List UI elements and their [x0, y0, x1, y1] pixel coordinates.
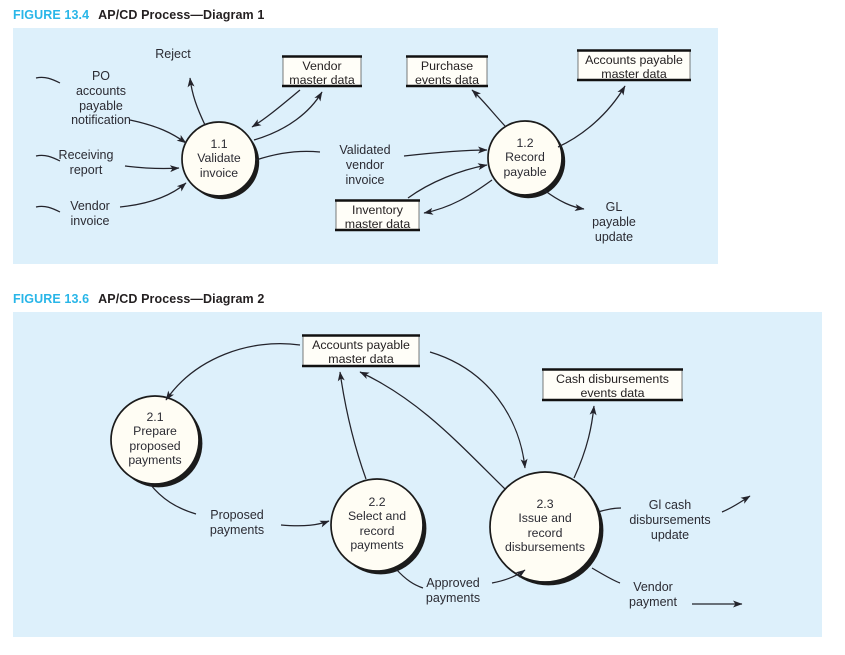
flow-receiving-report-label: Receiving report — [58, 148, 114, 177]
flow-1-2-to-inventory-master — [423, 179, 493, 215]
flow-reject-label: Reject — [155, 47, 191, 61]
stub-po-notification — [35, 76, 61, 84]
stub-vendor-invoice — [35, 205, 61, 213]
store-accounts-payable-master-data — [577, 49, 691, 82]
flow-vendor-invoice — [119, 182, 187, 208]
flow-proposed-payments — [280, 520, 330, 528]
flow-inventory-master-to-1-2 — [407, 163, 488, 199]
flow-1-2-to-ap-master — [557, 85, 626, 148]
flow-gl-cash-disbursements-update — [721, 495, 751, 513]
flow-validated-vendor-invoice — [403, 146, 488, 157]
flow-po-accounts-payable-notification — [129, 119, 187, 144]
flow-gl-payable-update-label: GL payable update — [592, 200, 636, 244]
flow-approved-payments-label: Approved payments — [425, 576, 481, 605]
figure-13-6-label: FIGURE 13.6 — [13, 292, 90, 306]
figure-13-6-caption: FIGURE 13.6 AP/CD Process—Diagram 2 — [13, 292, 264, 306]
flow-vendor-invoice-label: Vendor invoice — [70, 199, 110, 228]
figure-13-4-label: FIGURE 13.4 — [13, 8, 90, 22]
store-purchase-events-data — [406, 55, 488, 88]
flow-proposed-payments-part1 — [149, 483, 197, 515]
flow-gl-cash-disbursements-update-label: Gl cash disbursements update — [629, 498, 711, 542]
figure-13-4-title: AP/CD Process—Diagram 1 — [98, 8, 265, 22]
store-inventory-master-data — [335, 199, 420, 232]
flow-reject — [187, 77, 206, 126]
flow-proposed-payments-label: Proposed payments — [209, 508, 265, 537]
flow-gl-cash-disbursements-stub — [597, 507, 622, 513]
flow-1-1-to-vendor-master — [253, 91, 323, 141]
flow-2-3-to-ap-master — [359, 371, 506, 490]
store-vendor-master-data — [282, 55, 362, 88]
process-1-1 — [181, 121, 260, 200]
store-cash-disbursements-events-data — [542, 368, 683, 402]
flow-vendor-master-to-1-1 — [251, 89, 301, 128]
flow-ap-master-to-2-1 — [165, 343, 301, 401]
flow-po-accounts-payable-notification-label: PO accounts payable notification — [71, 69, 131, 128]
flow-validated-vendor-invoice-label: Validated vendor invoice — [339, 143, 391, 187]
figure-13-6-title: AP/CD Process—Diagram 2 — [98, 292, 265, 306]
flow-gl-payable-update — [543, 189, 585, 211]
process-2-3 — [489, 471, 604, 586]
figure-13-4-caption: FIGURE 13.4 AP/CD Process—Diagram 1 — [13, 8, 264, 22]
flow-2-3-to-cash-disbursements-events — [573, 405, 597, 479]
flow-2-2-to-ap-master — [337, 371, 367, 480]
process-1-2 — [487, 120, 566, 199]
flow-vendor-payment-label: Vendor payment — [629, 580, 677, 609]
store-accounts-payable-master-data-2 — [302, 334, 420, 368]
flow-approved-payments-part1 — [395, 568, 424, 589]
flow-validated-invoice-part1 — [255, 150, 321, 161]
flow-approved-payments — [491, 569, 526, 584]
flow-1-2-to-purchase-events — [471, 89, 506, 127]
flow-vendor-payment-stub — [591, 567, 621, 584]
process-2-2 — [330, 478, 427, 575]
stub-receiving-report — [35, 154, 61, 162]
flow-ap-master-to-2-3 — [429, 351, 528, 469]
flow-receiving-report — [124, 165, 180, 173]
process-2-1 — [110, 395, 203, 488]
